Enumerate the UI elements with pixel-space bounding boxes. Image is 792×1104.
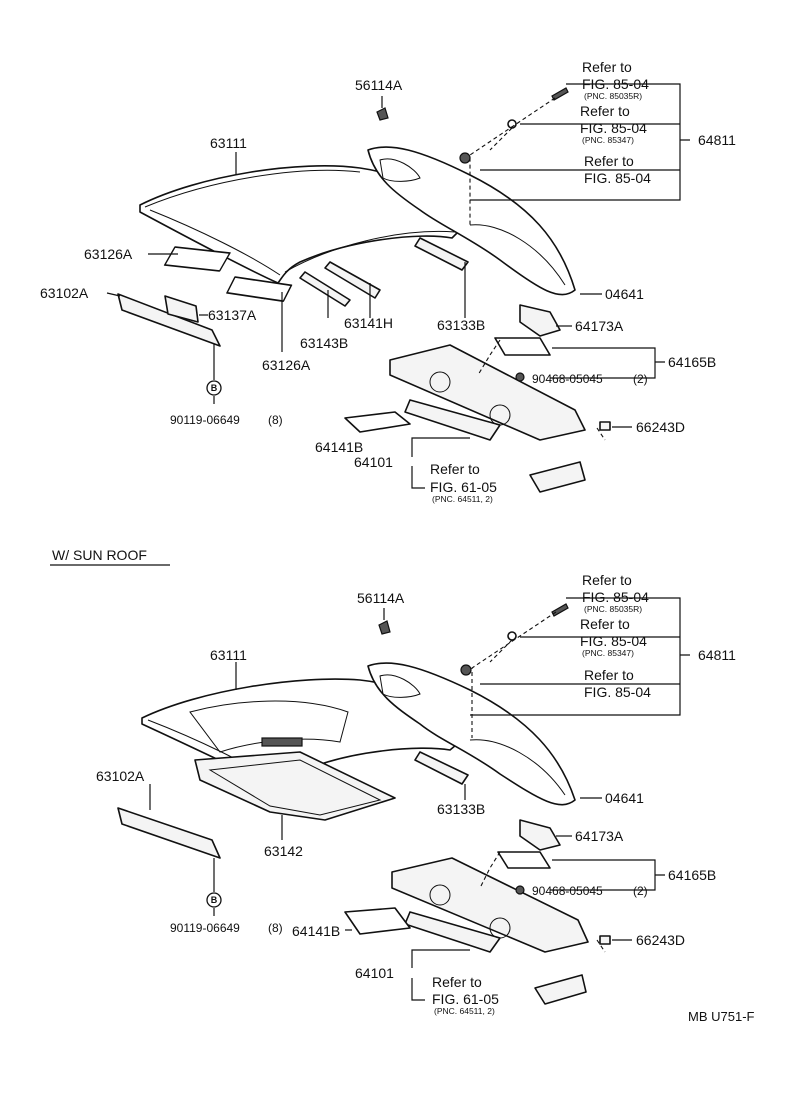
ref2-line1-bottom: Refer to bbox=[580, 616, 630, 632]
label-63137A-top: 63137A bbox=[208, 307, 257, 323]
ref2-line2-top: FIG. 85-04 bbox=[580, 120, 647, 136]
bracket-64173A bbox=[519, 304, 561, 337]
ref4-line2-bottom: FIG. 61-05 bbox=[432, 991, 499, 1007]
label-90468-top: 90468-05045 bbox=[532, 372, 603, 386]
footer-code: MB U751-F bbox=[688, 1009, 755, 1024]
ref3-line1-bottom: Refer to bbox=[584, 667, 634, 683]
ref4-line1-top: Refer to bbox=[430, 461, 480, 477]
front-header bbox=[117, 293, 221, 347]
label-64101-top: 64101 bbox=[354, 454, 393, 470]
label-63102A-top: 63102A bbox=[40, 285, 89, 301]
ref2-line2-bottom: FIG. 85-04 bbox=[580, 633, 647, 649]
hinge-bracket-b bbox=[534, 974, 587, 1005]
front-header-b bbox=[117, 807, 221, 859]
label-64141B-top: 64141B bbox=[315, 439, 363, 455]
top-diagram: B bbox=[40, 59, 736, 504]
ref2-line1-top: Refer to bbox=[580, 103, 630, 119]
label-66243D-bottom: 66243D bbox=[636, 932, 685, 948]
label-64101-bottom: 64101 bbox=[355, 965, 394, 981]
ref4-pnc-bottom: (PNC. 64511, 2) bbox=[434, 1006, 495, 1016]
sunroof-housing bbox=[194, 751, 396, 821]
back-window-frame-b bbox=[367, 662, 576, 806]
label-90119-bottom: 90119-06649 bbox=[170, 921, 240, 935]
ref1-pnc-bottom: (PNC. 85035R) bbox=[584, 604, 642, 614]
hinge-bracket bbox=[529, 461, 586, 493]
label-90468-qty-top: (2) bbox=[633, 372, 648, 386]
label-63111-top: 63111 bbox=[210, 135, 247, 151]
label-63126A-top-2: 63126A bbox=[262, 357, 311, 373]
section-title: W/ SUN ROOF bbox=[52, 547, 147, 563]
pad-63126A-2 bbox=[226, 276, 293, 302]
label-90468-qty-bottom: (2) bbox=[633, 884, 648, 898]
label-64141B-bottom: 64141B bbox=[292, 923, 340, 939]
label-63141H-top: 63141H bbox=[344, 315, 393, 331]
ref1-line1-bottom: Refer to bbox=[582, 572, 632, 588]
label-63133B-top: 63133B bbox=[437, 317, 485, 333]
bolt-marker-label-bottom: B bbox=[211, 895, 218, 905]
bolt-marker-b bbox=[206, 380, 222, 396]
label-64811-top: 64811 bbox=[698, 132, 736, 148]
cover-64165B-b bbox=[497, 851, 551, 869]
label-64173A-bottom: 64173A bbox=[575, 828, 624, 844]
label-90119-qty-bottom: (8) bbox=[268, 921, 283, 935]
ref4-pnc-top: (PNC. 64511, 2) bbox=[432, 494, 493, 504]
label-63102A-bottom: 63102A bbox=[96, 768, 145, 784]
label-04641-top: 04641 bbox=[605, 286, 644, 302]
ref4-line2-top: FIG. 61-05 bbox=[430, 479, 497, 495]
pad-63126A-1 bbox=[163, 246, 231, 272]
label-90468-bottom: 90468-05045 bbox=[532, 884, 603, 898]
label-64165B-top: 64165B bbox=[668, 354, 716, 370]
pad-64141B-b bbox=[344, 907, 411, 935]
bolt-marker-b-bottom bbox=[206, 892, 222, 908]
bracket-64173A-b bbox=[519, 819, 561, 851]
label-63133B-bottom: 63133B bbox=[437, 801, 485, 817]
bottom-diagram: B bbox=[96, 572, 736, 1016]
label-66243D-top: 66243D bbox=[636, 419, 685, 435]
label-64811-bottom: 64811 bbox=[698, 647, 736, 663]
ref4-line1-bottom: Refer to bbox=[432, 974, 482, 990]
pad-64141B bbox=[344, 411, 411, 433]
ref3-line1-top: Refer to bbox=[584, 153, 634, 169]
cover-64165B bbox=[494, 337, 551, 356]
label-64173A-top: 64173A bbox=[575, 318, 624, 334]
label-90119-top: 90119-06649 bbox=[170, 413, 240, 427]
label-04641-bottom: 04641 bbox=[605, 790, 644, 806]
label-90119-qty-top: (8) bbox=[268, 413, 283, 427]
label-56114A-top: 56114A bbox=[355, 77, 403, 93]
label-63142-bottom: 63142 bbox=[264, 843, 303, 859]
label-63143B-top: 63143B bbox=[300, 335, 348, 351]
ref1-line2-top: FIG. 85-04 bbox=[582, 76, 649, 92]
package-tray bbox=[389, 344, 586, 441]
roof-rails bbox=[299, 237, 469, 307]
label-64165B-bottom: 64165B bbox=[668, 867, 716, 883]
ref3-line2-bottom: FIG. 85-04 bbox=[584, 684, 651, 700]
label-63111-bottom: 63111 bbox=[210, 647, 247, 663]
ref2-pnc-top: (PNC. 85347) bbox=[582, 135, 634, 145]
ref1-pnc-top: (PNC. 85035R) bbox=[584, 91, 642, 101]
label-63126A-top-1: 63126A bbox=[84, 246, 133, 262]
plug-66243D-b bbox=[599, 935, 611, 945]
ref2-pnc-bottom: (PNC. 85347) bbox=[582, 648, 634, 658]
bolt-marker-label: B bbox=[211, 383, 218, 393]
plug-66243D bbox=[599, 421, 611, 431]
back-window-frame bbox=[367, 146, 576, 296]
ref1-line1-top: Refer to bbox=[582, 59, 632, 75]
package-tray-b bbox=[391, 857, 589, 953]
label-56114A-bottom: 56114A bbox=[357, 590, 405, 606]
ref1-line2-bottom: FIG. 85-04 bbox=[582, 589, 649, 605]
ref3-line2-top: FIG. 85-04 bbox=[584, 170, 651, 186]
